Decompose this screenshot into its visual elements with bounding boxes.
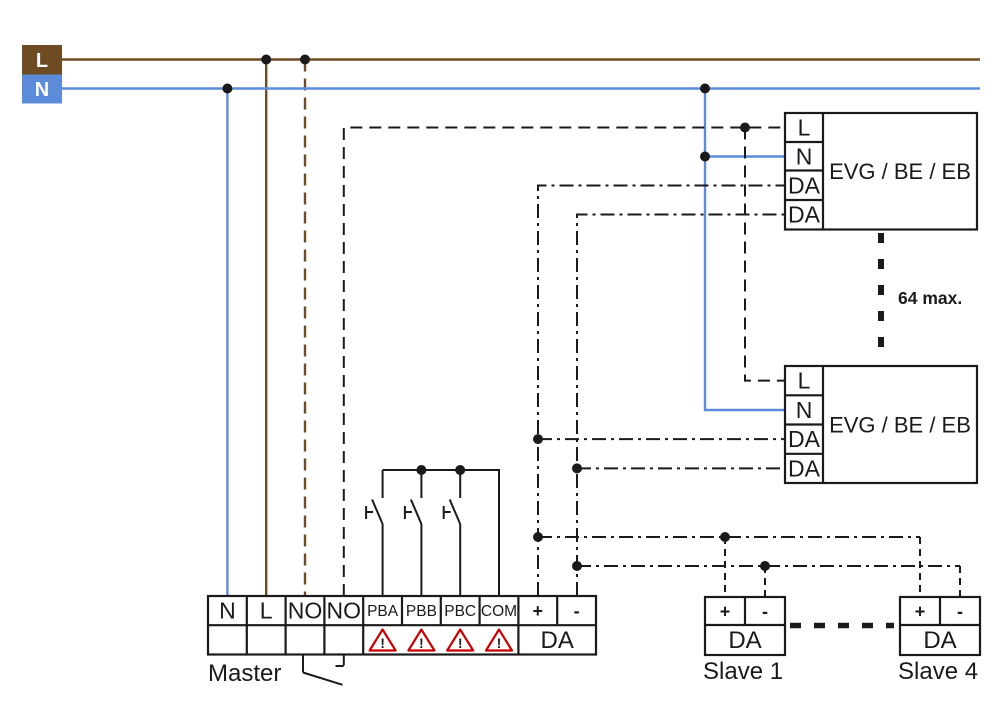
- master-terminal-pbb: PBB: [406, 603, 437, 620]
- master-terminal-l: L: [260, 598, 273, 624]
- junction-dot: [572, 463, 582, 474]
- neutral-feed-to-evg2: [703, 88, 785, 412]
- warning-triangle-icon: !: [446, 628, 475, 652]
- junction-dot: [300, 54, 310, 65]
- relay-contact-icon: [302, 654, 345, 686]
- slave4-terminal-minus: -: [957, 602, 963, 622]
- slave1-dali-label: DA: [728, 627, 761, 654]
- evg2-terminal-n: N: [796, 397, 813, 423]
- pb-c-blade: [448, 499, 462, 525]
- master-terminal-no1: NO: [288, 598, 323, 624]
- slave4-label: Slave 4: [898, 658, 978, 685]
- chain-count-note: 64 max.: [898, 288, 962, 308]
- pushbutton-b-icon: [403, 470, 423, 596]
- evg1-name: EVG / BE / EB: [829, 159, 971, 184]
- warning-exclamation: !: [458, 636, 463, 651]
- switched-line-branch-to-evg2: [744, 127, 785, 382]
- warning-exclamation: !: [497, 636, 502, 651]
- master-dali-label: DA: [541, 627, 574, 654]
- evg2-terminal-da1: DA: [788, 426, 821, 452]
- live-legend-label: L: [36, 50, 48, 72]
- evg-unit-2: L N DA DA EVG / BE / EB: [783, 364, 979, 485]
- neutral-wire-group: [62, 87, 980, 596]
- master-terminal-pba: PBA: [367, 603, 399, 620]
- pb-a-blade: [371, 499, 384, 525]
- junction-dot: [700, 83, 710, 94]
- junction-dot: [261, 54, 272, 65]
- evg-unit-1: L N DA DA EVG / BE / EB: [783, 111, 979, 231]
- junction-dot: [760, 561, 770, 571]
- master-terminal-plus: +: [533, 601, 544, 621]
- live-wire-group: [62, 58, 980, 596]
- junction-dot: [533, 434, 543, 445]
- evg1-terminal-da1: DA: [788, 173, 821, 199]
- master-terminal-n: N: [219, 598, 236, 624]
- live-legend-box: [22, 45, 62, 75]
- switched-line-group: [342, 126, 785, 596]
- master-terminal-pbc: PBC: [444, 603, 476, 620]
- warning-triangle-icon: !: [484, 628, 514, 652]
- evg1-terminal-da2: DA: [788, 202, 821, 228]
- junction-dot: [222, 83, 233, 94]
- switched-line-master-to-evg1: [342, 126, 785, 596]
- master-terminal-no2: NO: [327, 598, 362, 624]
- junction-dot: [720, 532, 730, 542]
- dali-minus-trunk: [576, 213, 785, 596]
- junction-dot: [700, 151, 710, 162]
- warning-triangle-icon: !: [368, 628, 397, 652]
- dali-plus-trunk: [537, 184, 785, 596]
- pb-a-actuator: [365, 506, 374, 519]
- pb-c-actuator: [442, 506, 451, 519]
- junction-dot: [416, 465, 427, 475]
- evg2-terminal-l: L: [798, 368, 811, 394]
- junction-dot: [740, 122, 750, 133]
- warning-exclamation: !: [419, 636, 424, 651]
- master-label: Master: [208, 660, 281, 687]
- evg1-terminal-n: N: [796, 144, 813, 170]
- neutral-legend-box: [22, 74, 62, 104]
- pushbutton-c-icon: [442, 470, 462, 596]
- evg2-name: EVG / BE / EB: [829, 413, 971, 438]
- power-legend: L N: [22, 45, 62, 104]
- warning-triangle-outline: [446, 628, 475, 652]
- master-terminal-block: N L NO NO PBA PBB PBC COM + - DA ! ! ! !…: [206, 594, 598, 687]
- warning-triangle-outline: [407, 628, 436, 652]
- master-terminal-com: COM: [481, 603, 517, 620]
- warning-triangle-outline: [484, 628, 514, 652]
- slave-unit-4: + - DA Slave 4: [898, 595, 982, 685]
- pushbutton-group: [365, 469, 500, 596]
- warning-exclamation: !: [380, 636, 385, 651]
- pushbutton-a-icon: [365, 470, 384, 596]
- warning-triangle-outline: [368, 628, 397, 652]
- junction-dots: [222, 54, 770, 571]
- slave1-terminal-plus: +: [720, 602, 731, 622]
- junction-dot: [533, 532, 543, 542]
- slave1-label: Slave 1: [703, 658, 783, 685]
- slave1-terminal-minus: -: [762, 602, 768, 622]
- master-terminal-minus: -: [574, 601, 580, 621]
- neutral-legend-label: N: [35, 79, 49, 101]
- pb-b-actuator: [403, 506, 412, 519]
- slave4-dali-label: DA: [923, 627, 956, 654]
- junction-dot: [455, 465, 466, 475]
- warning-triangle-icon: !: [407, 628, 436, 652]
- junction-dot: [572, 561, 582, 571]
- slave4-terminal-plus: +: [915, 602, 926, 622]
- evg1-terminal-l: L: [798, 115, 811, 141]
- evg2-terminal-da2: DA: [788, 456, 821, 482]
- pb-b-blade: [409, 499, 423, 525]
- pushbutton-common-bar: [382, 469, 500, 596]
- relay-blade: [302, 671, 343, 686]
- slave-unit-1: + - DA Slave 1: [703, 595, 787, 685]
